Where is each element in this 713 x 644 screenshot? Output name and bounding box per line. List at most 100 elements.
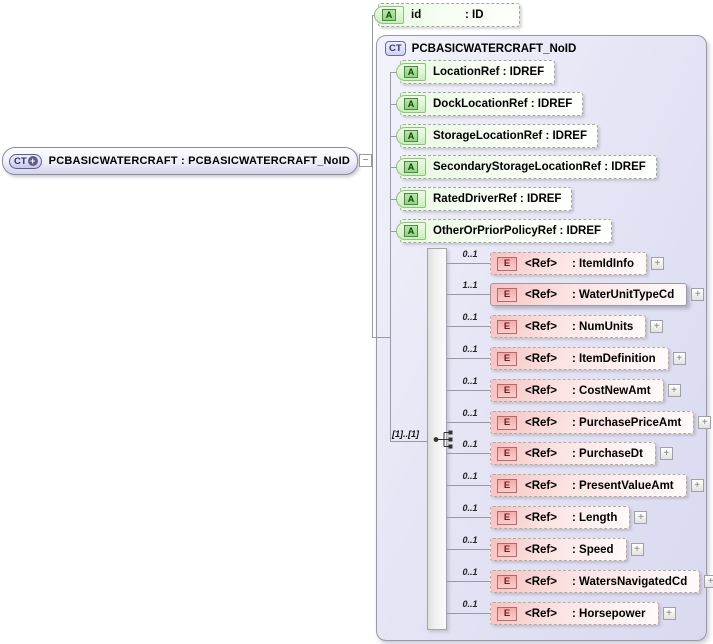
expand-toggle[interactable]: + [634,511,648,524]
attribute-node[interactable]: A LocationRef : IDREF [391,60,556,84]
attribute-node[interactable]: A DockLocationRef : IDREF [391,92,584,116]
element-node[interactable]: E <Ref> : Horsepower [490,602,659,625]
expand-toggle[interactable]: + [667,384,681,397]
element-type: : WatersNavigatedCd [572,575,688,588]
element-ref-name: <Ref> [525,416,557,429]
cardinality-label: 0..1 [462,535,478,545]
a-badge: A [404,193,418,205]
attribute-node[interactable]: A OtherOrPriorPolicyRef : IDREF [391,219,613,243]
element-type: : CostNewAmt [572,384,651,397]
element-row: 0..1 E <Ref> : NumUnits + [447,312,664,338]
complex-type-header: CT PCBASICWATERCRAFT_NoID [385,41,576,56]
element-type: : Horsepower [572,607,646,620]
element-row: 0..1 E <Ref> : Speed + [447,535,644,561]
cardinality-label: 0..1 [462,408,478,418]
expand-toggle[interactable]: + [691,288,705,301]
element-ref-name: <Ref> [525,575,557,588]
a-badge: A [404,161,418,173]
cardinality-label: 0..1 [462,344,478,354]
attribute-icon: A [396,95,426,113]
element-node[interactable]: E <Ref> : PurchaseDt [490,442,656,465]
connector-line [447,485,490,486]
expand-toggle[interactable]: + [704,575,713,588]
cardinality-label: 0..1 [462,376,478,386]
cardinality-label: 0..1 [462,312,478,322]
cardinality-label: 1..1 [462,280,478,290]
ct-badge-text: CT [14,155,27,167]
a-badge: A [404,66,418,78]
attribute-icon: A [396,190,426,208]
element-row: 0..1 E <Ref> : ItemDefinition + [447,344,686,370]
element-ref-name: <Ref> [525,352,557,365]
connector-line [447,422,490,423]
expand-toggle[interactable]: + [659,447,673,460]
element-type: : ItemDefinition [572,352,656,365]
cardinality-label: 0..1 [462,249,478,259]
attribute-icon: A [396,63,426,81]
connector-line [372,15,373,338]
element-ref-name: <Ref> [525,543,557,556]
occurrence-label: [1]..[1] [392,429,419,439]
element-ref-name: <Ref> [525,447,557,460]
expand-toggle[interactable]: + [650,257,664,270]
expand-toggle[interactable]: + [690,479,704,492]
element-row: 0..1 E <Ref> : Horsepower + [447,599,676,625]
cardinality-label: 0..1 [462,599,478,609]
attribute-icon: A [396,127,426,145]
connector-line [447,263,490,264]
element-node[interactable]: E <Ref> : ItemIdInfo [490,252,647,275]
element-node[interactable]: E <Ref> : WaterUnitTypeCd [490,283,688,306]
expand-toggle[interactable]: + [630,543,644,556]
element-node[interactable]: E <Ref> : NumUnits [490,315,647,338]
expand-toggle[interactable]: + [650,320,664,333]
element-ref-name: <Ref> [525,288,557,301]
element-row: 0..1 E <Ref> : ItemIdInfo + [447,249,664,275]
element-ref-name: <Ref> [525,257,557,270]
element-type: : Length [572,511,618,524]
connector-line [447,549,490,550]
element-icon: E [497,446,517,461]
attribute-label: OtherOrPriorPolicyRef : IDREF [433,225,602,237]
element-icon: E [497,574,517,589]
sequence-compositor-icon[interactable] [433,430,455,449]
element-icon: E [497,510,517,525]
cardinality-label: 0..1 [462,439,478,449]
element-type: : PurchasePriceAmt [572,416,682,429]
attribute-label: SecondaryStorageLocationRef : IDREF [433,161,646,173]
complex-type-icon: CT [385,41,406,56]
element-icon: E [497,319,517,334]
element-node[interactable]: E <Ref> : WatersNavigatedCd [490,570,701,593]
element-ref-name: <Ref> [525,607,557,620]
expand-toggle[interactable]: + [662,607,676,620]
connector-line [447,358,490,359]
attribute-node[interactable]: A SecondaryStorageLocationRef : IDREF [391,155,657,179]
element-node[interactable]: E <Ref> : PresentValueAmt [490,474,687,497]
attribute-icon: A [396,222,426,240]
element-row: 0..1 E <Ref> : WatersNavigatedCd + [447,567,713,593]
element-node[interactable]: E <Ref> : Speed [490,538,627,561]
connector-line [447,294,490,295]
connector-line [390,72,391,442]
element-row: 0..1 E <Ref> : PurchasePriceAmt + [447,408,712,434]
element-node[interactable]: E <Ref> : CostNewAmt [490,379,664,402]
attribute-node[interactable]: A RatedDriverRef : IDREF [391,187,573,211]
root-element-label: PCBASICWATERCRAFT : PCBASICWATERCRAFT_No… [48,155,350,167]
element-node[interactable]: E <Ref> : ItemDefinition [490,347,669,370]
complex-type-title: PCBASICWATERCRAFT_NoID [411,42,577,55]
attribute-node-id[interactable]: A id : ID [374,3,520,27]
connector-line [391,441,437,442]
expand-toggle[interactable]: + [698,416,712,429]
element-node[interactable]: E <Ref> : Length [490,506,631,529]
element-icon: E [497,287,517,302]
attribute-name: id [411,9,422,21]
attribute-node[interactable]: A StorageLocationRef : IDREF [391,124,598,148]
element-icon: E [497,606,517,621]
root-element-node[interactable]: CT+ PCBASICWATERCRAFT : PCBASICWATERCRAF… [2,147,358,175]
element-icon: E [497,383,517,398]
collapse-toggle[interactable]: − [359,154,372,167]
element-node[interactable]: E <Ref> : PurchasePriceAmt [490,411,695,434]
attribute-label: LocationRef : IDREF [433,66,545,78]
expand-toggle[interactable]: + [672,352,686,365]
a-badge: A [404,98,418,110]
element-row: 0..1 E <Ref> : PresentValueAmt + [447,471,704,497]
